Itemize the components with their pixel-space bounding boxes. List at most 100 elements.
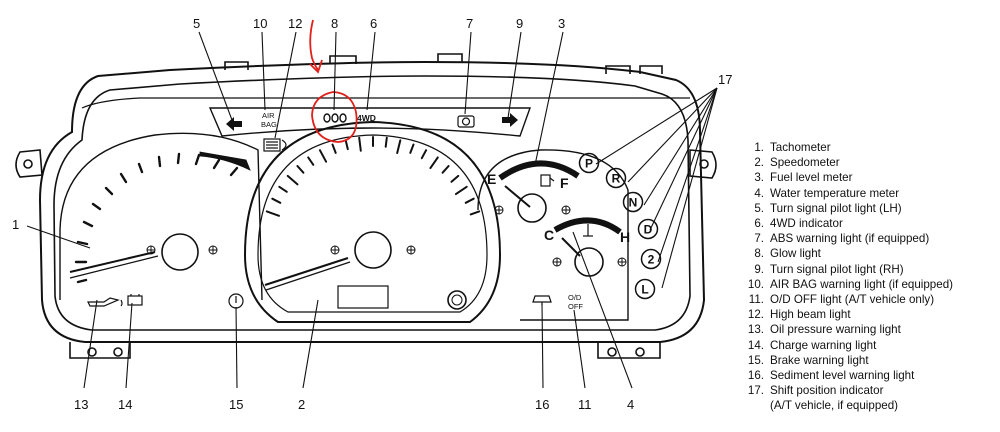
speedometer-tick [464, 197, 475, 204]
legend-number: 17. [747, 384, 764, 398]
legend-item: 12.High beam light [742, 307, 997, 322]
legend-number: 8. [754, 247, 764, 261]
fuel-full-label: F [560, 175, 569, 191]
screw-head [146, 245, 156, 255]
odometer-window [337, 285, 389, 309]
od-off-label-line2: OFF [568, 302, 583, 311]
screw-head [617, 257, 627, 267]
screw-head [330, 245, 340, 255]
airbag-label-line1: AIR [262, 111, 275, 120]
speedometer-tick [358, 136, 362, 152]
speedometer [243, 120, 502, 323]
legend-number: 1. [754, 141, 764, 154]
speedometer-tick [286, 174, 299, 186]
cluster-housing [15, 53, 717, 359]
legend-item: 10.AIR BAG warning light (if equipped) [742, 277, 997, 292]
legend-number: 16. [747, 369, 764, 383]
callout-number: 16 [535, 397, 549, 412]
callout-number: 11 [578, 397, 592, 412]
legend-continuation: (A/T vehicle, if equipped) [770, 399, 899, 413]
shift-position-label: 2 [648, 253, 655, 267]
shift-position-label: D [644, 223, 653, 237]
speedometer-tick [409, 143, 415, 154]
legend-item: 9.Turn signal pilot light (RH) [742, 262, 997, 277]
speedometer-tick [344, 139, 349, 151]
shift-position-circle [622, 191, 644, 213]
legend-text: Brake warning light [770, 353, 869, 367]
legend-item: 7.ABS warning light (if equipped) [742, 231, 997, 246]
legend-item: 1. Tachometer [742, 140, 997, 155]
speedometer-tick [271, 197, 282, 204]
legend-item: 5. Turn signal pilot light (LH) [742, 201, 997, 216]
callout-number: 8 [331, 16, 338, 31]
legend-text: O/D OFF light (A/T vehicle only) [770, 293, 935, 307]
legend-item: 4.Water temperature meter [742, 186, 997, 201]
callout-number: 13 [74, 397, 88, 412]
temp-cold-label: C [544, 227, 554, 243]
speedometer-scale [265, 136, 481, 217]
legend-item: 14. Charge warning light [742, 338, 997, 353]
legend-text: Tachometer [770, 141, 831, 154]
legend-item: 2.Speedometer [742, 155, 997, 170]
shift-position-label: L [641, 283, 648, 297]
legend-item: 17. Shift position indicator [742, 383, 997, 398]
shift-position-label: R [612, 172, 621, 186]
legend-number: 5. [754, 201, 764, 215]
speedometer-tick [469, 210, 481, 216]
speedometer-tick [384, 136, 388, 148]
callout-number: 2 [298, 397, 305, 412]
speedometer-tick [454, 185, 468, 196]
legend-number: 9. [754, 262, 764, 276]
shift-position-circle [605, 167, 627, 189]
legend-text: Oil pressure warning light [770, 323, 901, 337]
fourwd-indicator-label: 4WD [357, 113, 376, 123]
tachometer-scale [74, 152, 239, 284]
legend-text: Water temperature meter [770, 186, 900, 200]
legend-text: Sediment level warning light [770, 369, 915, 383]
legend-number: 15. [747, 353, 764, 367]
legend-number: 14. [747, 338, 764, 352]
callout-number: 10 [253, 16, 267, 31]
screw-head [208, 245, 218, 255]
speedometer-tick [450, 174, 460, 183]
indicator-bar [208, 107, 531, 137]
screw-head [552, 257, 562, 267]
callout-numbers: 5 10 12 8 6 7 9 3 17 1 13 14 15 2 16 11 … [12, 16, 732, 412]
airbag-label-line2: BAG [261, 120, 277, 129]
speedometer-tick [278, 185, 288, 193]
leader-lines [26, 31, 718, 389]
speedometer-tick [396, 139, 402, 154]
legend-number: 10. [747, 277, 764, 291]
legend-text: Turn signal pilot light (LH) [770, 201, 902, 215]
legend-text: Shift position indicator [770, 384, 884, 398]
od-off-label-line1: O/D [568, 293, 582, 302]
speedometer-tick [265, 210, 280, 217]
legend-text: 4WD indicator [770, 217, 843, 231]
legend-item: 16. Sediment level warning light [742, 368, 997, 383]
turn-signal-right-icon [502, 113, 518, 127]
callout-number: 14 [118, 397, 132, 412]
legend-item: 8.Glow light [742, 246, 997, 261]
callout-number: 9 [516, 16, 523, 31]
screw-head [406, 245, 416, 255]
shift-position-circle [637, 218, 659, 240]
legend-number: 11. [748, 293, 764, 307]
callout-number: 4 [627, 397, 634, 412]
speedometer-tick [318, 149, 328, 163]
legend-number: 12. [747, 308, 764, 322]
screw-head [561, 205, 571, 215]
shift-position-circle [634, 278, 656, 300]
legend-number: 6. [754, 217, 764, 231]
legend-text: Charge warning light [770, 338, 877, 352]
high-beam-icon [263, 138, 287, 152]
tachometer [59, 132, 263, 301]
fuel-level-meter [477, 149, 629, 321]
shift-position-label: P [585, 157, 593, 171]
callout-number: 15 [229, 397, 243, 412]
shift-position-label: N [629, 196, 638, 210]
shift-position-indicator: P RND 2L [578, 152, 662, 300]
speedometer-tick [307, 156, 315, 166]
legend-item: 3.Fuel level meter [742, 170, 997, 185]
